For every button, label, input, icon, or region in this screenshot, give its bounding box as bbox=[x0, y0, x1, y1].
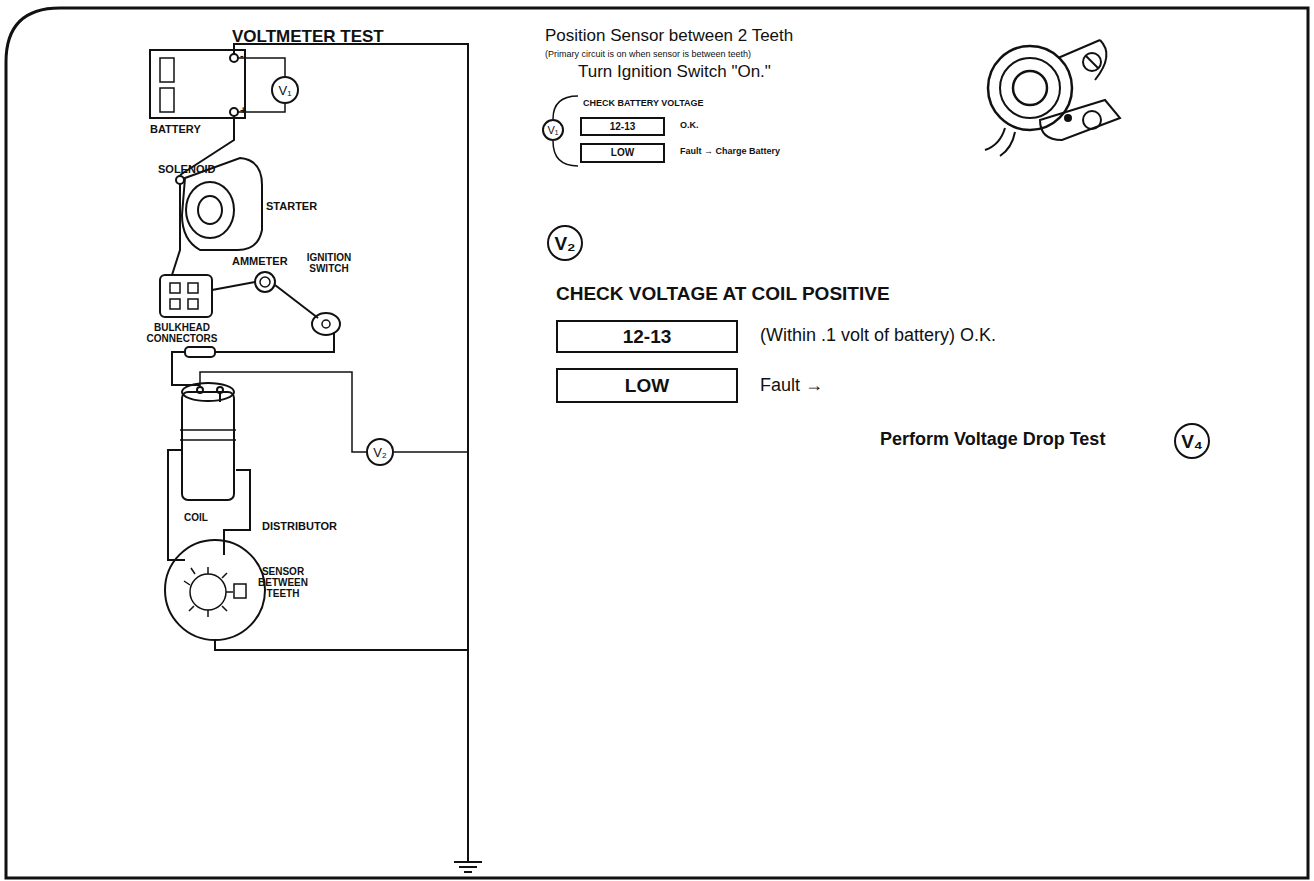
battery-case bbox=[150, 50, 245, 118]
solenoid-end bbox=[198, 196, 222, 224]
ground-wire bbox=[234, 44, 468, 862]
reading-box: LOW bbox=[556, 368, 738, 403]
voltmeter-circle: V₁ bbox=[271, 76, 299, 104]
instruction-text: (Within .1 volt of battery) O.K. bbox=[760, 326, 996, 346]
ignition-run-wire bbox=[215, 332, 334, 352]
distributor-sensor-picture bbox=[985, 40, 1120, 156]
instruction-text: Position Sensor between 2 Teeth bbox=[545, 27, 793, 46]
battery-terminal bbox=[230, 54, 238, 62]
meter-symbol: V₂ bbox=[373, 446, 387, 459]
diagram-title: VOLTMETER TEST bbox=[232, 28, 384, 47]
ammeter-face bbox=[260, 277, 270, 287]
instruction-text: CHECK BATTERY VOLTAGE bbox=[583, 99, 704, 109]
ammeter-to-switch-wire bbox=[275, 285, 318, 318]
battery-cell bbox=[160, 88, 174, 112]
connector-pin bbox=[170, 283, 180, 293]
part-label: + bbox=[240, 104, 246, 116]
part-label: AMMETER bbox=[232, 255, 288, 267]
ground-symbol bbox=[454, 862, 482, 872]
reluctor-wheel bbox=[190, 574, 226, 610]
reading-value: LOW bbox=[611, 148, 634, 158]
part-label: IGNITION SWITCH bbox=[296, 252, 362, 274]
reading-value: LOW bbox=[625, 376, 669, 395]
reading-value: 12-13 bbox=[610, 122, 636, 132]
coil-positive-terminal bbox=[197, 387, 203, 393]
meter-symbol: V₄ bbox=[1181, 432, 1203, 451]
ammeter-gauge bbox=[255, 272, 275, 292]
distributor-housing bbox=[165, 540, 265, 640]
reading-box: LOW bbox=[580, 143, 665, 163]
instruction-text: Perform Voltage Drop Test bbox=[880, 430, 1105, 450]
connector-pin bbox=[188, 299, 198, 309]
meter-symbol: V₂ bbox=[554, 234, 575, 253]
reading-value: 12-13 bbox=[623, 327, 672, 346]
part-label: - bbox=[240, 49, 244, 61]
voltmeter-circle: V₂ bbox=[366, 438, 394, 466]
instruction-text: (Primary circuit is on when sensor is be… bbox=[545, 50, 751, 60]
reading-box: 12-13 bbox=[556, 320, 738, 353]
coil-negative-wire bbox=[168, 393, 220, 560]
coil-negative-terminal bbox=[217, 387, 223, 393]
page-frame bbox=[6, 8, 1308, 878]
ignition-coil bbox=[182, 392, 234, 500]
reluctor-teeth bbox=[184, 567, 233, 617]
coil-bracket bbox=[180, 430, 236, 440]
starter-feed-wire bbox=[172, 184, 180, 275]
instruction-text: Fault → bbox=[760, 376, 823, 396]
voltmeter-circle: V₂ bbox=[547, 225, 583, 261]
connector-pin bbox=[170, 299, 180, 309]
bulkhead-connector bbox=[185, 347, 215, 357]
distributor-ground-wire bbox=[215, 640, 468, 650]
voltmeter-circle: V₄ bbox=[1174, 423, 1210, 459]
meter-symbol: V₁ bbox=[278, 84, 291, 97]
coil-cap bbox=[182, 383, 234, 401]
solenoid-terminal bbox=[176, 176, 184, 184]
part-label: STARTER bbox=[266, 200, 317, 212]
connector-pin bbox=[188, 283, 198, 293]
voltmeter-circle: V₁ bbox=[542, 119, 564, 141]
battery-terminal bbox=[230, 108, 238, 116]
reading-box: 12-13 bbox=[580, 117, 665, 136]
ammeter-wire bbox=[212, 282, 255, 290]
pickup-sensor bbox=[234, 584, 246, 598]
part-label: BULKHEAD CONNECTORS bbox=[140, 322, 224, 344]
instruction-text: Turn Ignition Switch "On." bbox=[578, 63, 771, 82]
coil-feed-wire bbox=[172, 352, 200, 385]
part-label: COIL bbox=[184, 512, 208, 523]
solenoid-body bbox=[186, 182, 234, 238]
instruction-text: Fault → Charge Battery bbox=[680, 147, 780, 157]
part-label: DISTRIBUTOR bbox=[262, 520, 337, 532]
instruction-text: O.K. bbox=[680, 121, 699, 131]
ignition-switch-key bbox=[322, 320, 330, 328]
voltmeter-lead bbox=[200, 372, 468, 452]
ignition-switch bbox=[312, 313, 340, 335]
bulkhead-connector-block bbox=[160, 275, 212, 317]
meter-symbol: V₁ bbox=[547, 125, 558, 136]
part-label: SOLENOID bbox=[158, 163, 215, 175]
battery-cell bbox=[160, 58, 174, 82]
instruction-text: CHECK VOLTAGE AT COIL POSITIVE bbox=[556, 284, 890, 305]
part-label: BATTERY bbox=[150, 123, 201, 135]
part-label: SENSOR BETWEEN TEETH bbox=[252, 566, 314, 599]
